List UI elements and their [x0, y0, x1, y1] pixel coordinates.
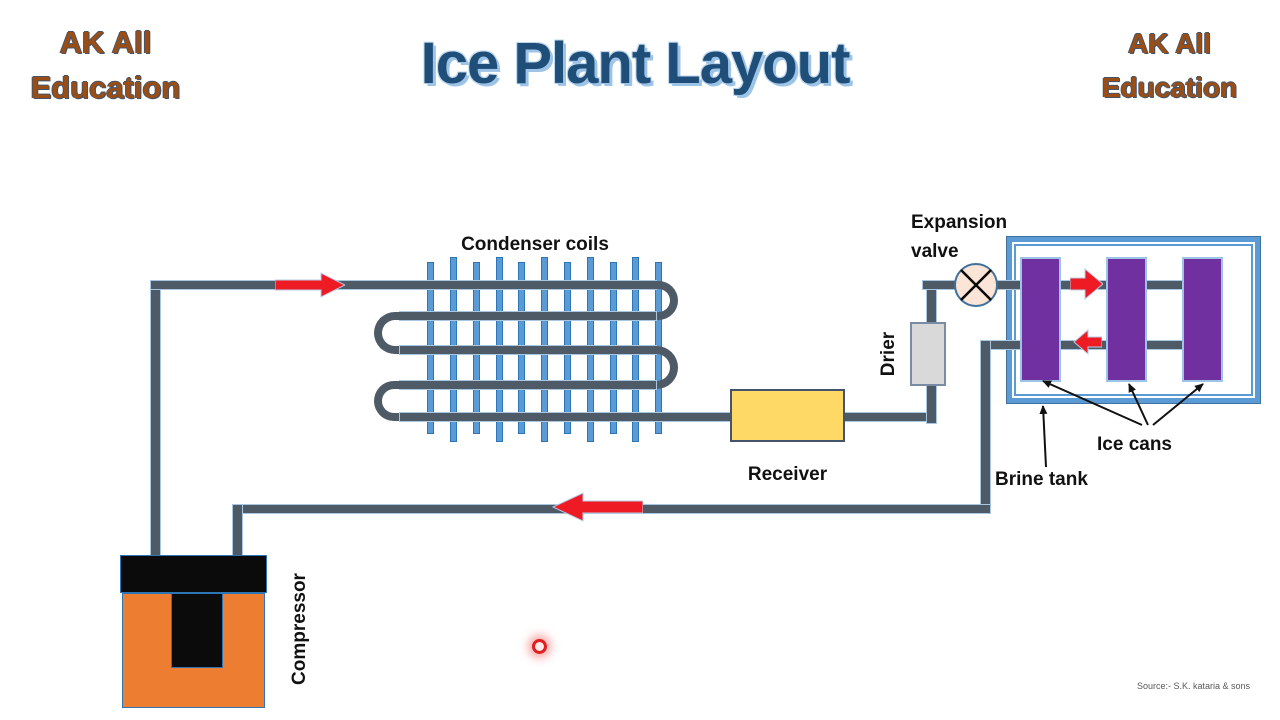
expansion-valve-label-line2: valve — [911, 241, 959, 262]
ice-can-3 — [1182, 257, 1223, 382]
compressor-piston — [171, 593, 223, 668]
ice-can-1 — [1020, 257, 1061, 382]
pipe-condenser-row-3 — [400, 346, 656, 354]
pipe-condenser-row-4 — [400, 381, 656, 389]
receiver-label: Receiver — [747, 464, 828, 485]
expansion-valve-label-line1: Expansion — [911, 212, 1008, 233]
drier — [910, 322, 946, 386]
compressor-label: Compressor — [289, 573, 310, 685]
condenser-coils-label: Condenser coils — [461, 234, 609, 255]
condenser-ubend-right-1 — [648, 281, 678, 320]
logo-line1: AK All — [59, 25, 152, 60]
condenser-ubend-left-2 — [374, 381, 404, 421]
logo-top-right: AK All Education — [1082, 22, 1257, 110]
page-title: Ice Plant Layout — [420, 31, 851, 96]
flow-arrow-left-suction-icon — [551, 492, 643, 522]
ice-cans-label: Ice cans — [1097, 434, 1172, 455]
drier-label: Drier — [878, 331, 899, 377]
pipe-drier-to-expansion-valve — [923, 281, 958, 289]
pipe-condenser-to-receiver — [400, 413, 738, 421]
logo-line1: AK All — [1128, 28, 1211, 59]
logo-line2: Education — [1101, 72, 1238, 103]
logo-line2: Education — [30, 70, 181, 105]
pipe-compressor-discharge-vertical — [151, 281, 160, 557]
pipe-condenser-row-2 — [400, 312, 656, 320]
label-pointer-arrows — [1039, 380, 1204, 468]
flow-arrow-right-discharge-icon — [275, 272, 345, 298]
expansion-valve-icon — [954, 263, 998, 307]
compressor-head — [120, 555, 267, 593]
pipe-suction-to-compressor — [233, 505, 242, 557]
source-credit: Source:- S.K. kataria & sons — [1136, 681, 1250, 691]
logo-top-left: AK All Education — [18, 20, 193, 110]
laser-pointer-dot — [532, 639, 547, 654]
pipe-receiver-to-drier — [845, 413, 936, 421]
condenser-ubend-left-1 — [374, 312, 404, 354]
receiver — [730, 389, 845, 442]
brine-tank-label: Brine tank — [995, 469, 1088, 490]
pipe-condenser-row-1 — [151, 281, 656, 289]
pipe-return-vertical-right — [981, 341, 990, 513]
ice-can-2 — [1106, 257, 1147, 382]
condenser-ubend-right-2 — [648, 346, 678, 389]
flow-arrow-right-tank-icon — [1070, 267, 1103, 301]
flow-arrow-left-tank-icon — [1073, 328, 1102, 356]
